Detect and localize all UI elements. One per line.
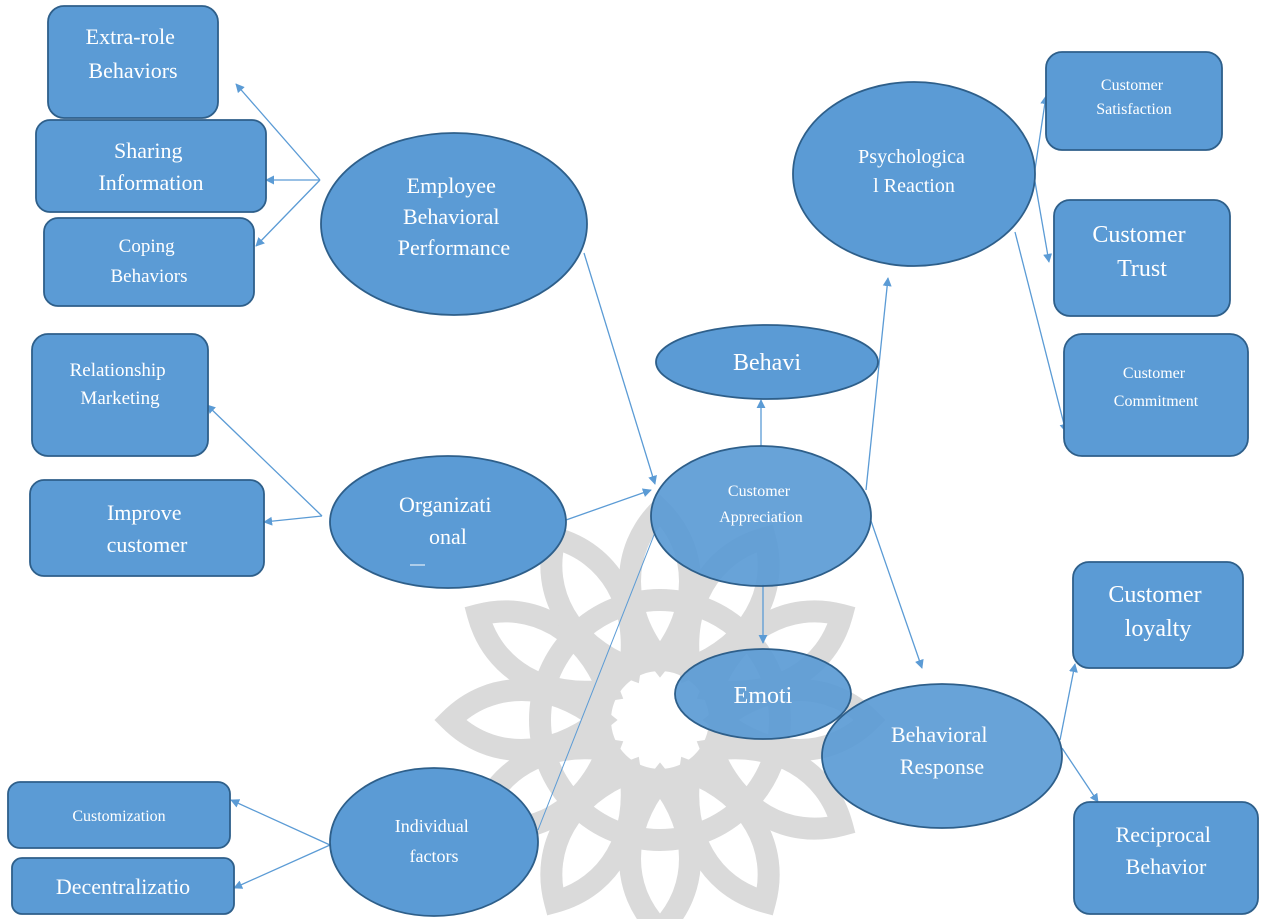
edge-app-psych	[865, 277, 892, 491]
edge-ebp-coping	[255, 179, 321, 247]
node-behavi: Behavi	[655, 324, 879, 400]
node-customer-loyalty: Customer loyalty	[1072, 561, 1244, 669]
edge-org-appreciation	[565, 488, 652, 521]
edge-psych-trust	[1033, 175, 1053, 263]
edge-br-reciprocal	[1061, 747, 1099, 803]
svg-text:Customization: Customization	[72, 808, 165, 825]
node-employee-behavioral-performance: Employee Behavioral Performance	[320, 132, 588, 316]
edge-psych-satisfaction	[1033, 95, 1050, 177]
edge-ebp-appreciation	[583, 252, 657, 485]
node-decentralization: Decentralizatio	[11, 857, 235, 915]
node-behavioral-response: Behavioral Response	[821, 683, 1063, 829]
node-emoti: Emoti	[674, 648, 852, 740]
edge-org-improve	[263, 515, 323, 526]
node-individual-factors: Individual factors	[329, 767, 539, 917]
edge-org-relationship	[206, 404, 323, 517]
node-customization: Customization	[7, 781, 231, 849]
svg-text:Customer Appreciation: Customer Appreciation	[719, 483, 803, 526]
svg-text:Extra-role Behaviors: Extra-role Behaviors	[86, 24, 181, 83]
svg-text:Organizati onal: Organizati onal	[399, 492, 497, 549]
edge-ebp-extra-role	[235, 83, 321, 181]
svg-text:Customer Trust: Customer Trust	[1092, 222, 1191, 282]
svg-text:Sharing Information: Sharing Information	[98, 138, 203, 195]
edge-br-loyalty	[1059, 663, 1078, 741]
edge-ind-appreciation	[537, 529, 657, 831]
svg-text:Reciprocal Behavior: Reciprocal Behavior	[1116, 822, 1217, 879]
svg-text:Decentralizatio: Decentralizatio	[56, 874, 190, 899]
node-customer-appreciation: Customer Appreciation	[650, 445, 872, 587]
node-improve-customer: Improve customer	[29, 479, 265, 577]
svg-text:Emoti: Emoti	[734, 683, 793, 709]
svg-text:Customer Commitment: Customer Commitment	[1114, 365, 1199, 410]
node-psychological-reaction: Psychologica l Reaction	[792, 81, 1036, 267]
edge-app-behavioral-response	[869, 517, 924, 669]
node-organizational: Organizati onal	[329, 455, 567, 589]
svg-text:Behavioral Response: Behavioral Response	[891, 722, 993, 779]
node-relationship-marketing: Relationship Marketing	[31, 333, 209, 457]
svg-text:Relationship Marketing: Relationship Marketing	[70, 360, 171, 409]
node-coping-behaviors: Coping Behaviors	[43, 217, 255, 307]
svg-text:Customer loyalty: Customer loyalty	[1108, 582, 1207, 642]
node-sharing-information: Sharing Information	[35, 119, 267, 213]
svg-text:Behavi: Behavi	[733, 350, 801, 376]
node-customer-commitment: Customer Commitment	[1063, 333, 1249, 457]
svg-text:Individual factors: Individual factors	[395, 816, 474, 866]
svg-text:Psychologica l Reactio: Psychologica l Reaction	[858, 146, 970, 197]
edge-ind-decentralization	[233, 844, 331, 889]
svg-text:Coping Behaviors: Coping Behaviors	[110, 236, 187, 287]
svg-text:Improve customer: Improve customer	[107, 500, 188, 557]
svg-text:Employee Behavioral: Employee Behavioral Performance	[398, 173, 510, 260]
node-extra-role-behaviors: Extra-role Behaviors	[47, 5, 219, 119]
node-customer-satisfaction: Customer Satisfaction	[1045, 51, 1223, 151]
node-reciprocal-behavior: Reciprocal Behavior	[1073, 801, 1259, 915]
node-customer-trust: Customer Trust	[1053, 199, 1231, 317]
connectors	[206, 83, 1099, 889]
edge-ind-customization	[230, 799, 331, 846]
svg-text:Customer Satisfaction: Customer Satisfaction	[1096, 77, 1172, 118]
edge-psych-commitment	[1014, 231, 1069, 433]
